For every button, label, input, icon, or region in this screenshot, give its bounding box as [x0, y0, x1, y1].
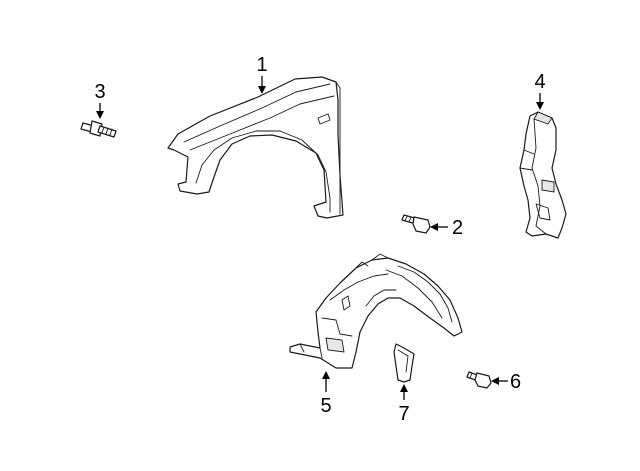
callout-3: 3: [94, 81, 105, 103]
callout-1: 1: [256, 54, 267, 76]
leader-5: [322, 371, 330, 392]
callout-7: 7: [398, 403, 409, 425]
liner-bolt[interactable]: [466, 371, 492, 389]
leader-2: [430, 223, 448, 231]
callout-4: 4: [534, 71, 545, 93]
splash-shield[interactable]: [393, 343, 415, 383]
leader-7: [400, 384, 408, 400]
callout-5: 5: [320, 395, 331, 417]
callout-6: 6: [510, 371, 521, 393]
callout-2: 2: [452, 217, 463, 239]
stud[interactable]: [80, 120, 117, 138]
leader-6: [491, 377, 508, 385]
leader-3: [96, 103, 104, 119]
leader-4: [536, 93, 544, 110]
fender-bolt[interactable]: [401, 214, 431, 234]
fender-liner[interactable]: [289, 253, 463, 369]
leader-1: [258, 76, 266, 94]
fender[interactable]: [167, 76, 344, 219]
bracket[interactable]: [519, 111, 567, 239]
